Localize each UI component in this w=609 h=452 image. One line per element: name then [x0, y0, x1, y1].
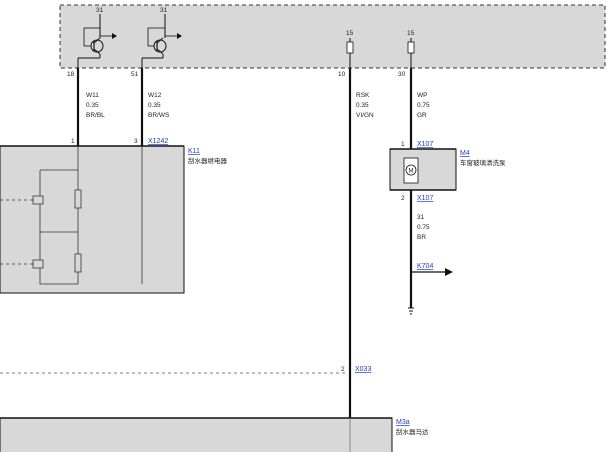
- transistor-1-icon: [77, 14, 117, 68]
- ground-wire-name: 31: [417, 214, 425, 221]
- wiper-motor-label: 刮水器马达: [396, 427, 429, 436]
- fuse-label-4: 15: [407, 30, 415, 37]
- ground-wire-gauge: 0.75: [417, 224, 430, 231]
- motor-icon: M: [403, 157, 419, 184]
- motor-pin-bottom: 2: [401, 195, 405, 202]
- motor-connector-top-link[interactable]: X107: [417, 141, 433, 148]
- wire-wp-color: GR: [417, 112, 427, 119]
- relay-module-box: [0, 145, 185, 294]
- motor-ref-link[interactable]: M4: [460, 150, 470, 157]
- ground-terminal-icon: [408, 307, 414, 315]
- motor-box: [389, 148, 457, 191]
- fuse-label-1: 31: [96, 7, 104, 14]
- motor-connector-bottom-link[interactable]: X107: [417, 195, 433, 202]
- relay-module-ref-link[interactable]: K11: [188, 148, 200, 155]
- top-pin-30: 30: [398, 71, 406, 78]
- motor-pin-top: 1: [401, 141, 405, 148]
- top-pin-18: 18: [67, 71, 75, 78]
- top-pin-10: 10: [338, 71, 346, 78]
- top-pin-51: 51: [131, 71, 139, 78]
- ground-arrow-icon: [411, 268, 453, 276]
- wire-w11-name: W11: [86, 92, 99, 99]
- wire-wp-name: WP: [417, 92, 427, 99]
- wiper-motor-box: [0, 417, 393, 452]
- fuse-3-icon: [346, 38, 354, 68]
- motor-label: 车窗玻璃清洗泵: [460, 158, 506, 167]
- ground-wire-color: BR: [417, 234, 426, 241]
- wire-w11-color: BR/BL: [86, 112, 105, 119]
- relay-pin-left: 1: [71, 138, 75, 145]
- junction-pin: 2: [341, 366, 345, 373]
- wire-rsk-gauge: 0.35: [356, 102, 369, 109]
- wire-w12-color: BR/WS: [148, 112, 170, 119]
- ground-ref-link[interactable]: K704: [417, 263, 433, 270]
- wire-rsk-color: VI/GN: [356, 112, 374, 119]
- wire-wp-gauge: 0.75: [417, 102, 430, 109]
- fuse-4-icon: [407, 38, 415, 68]
- wire-rsk-name: RSK: [356, 92, 370, 99]
- transistor-2-icon: [141, 14, 182, 68]
- fuse-label-2: 31: [160, 7, 168, 14]
- wire-w11-gauge: 0.35: [86, 102, 99, 109]
- wire-w12-gauge: 0.35: [148, 102, 161, 109]
- fuse-label-3: 15: [346, 30, 354, 37]
- relay-module-label: 刮水器继电器: [188, 156, 228, 165]
- relay-connector-link[interactable]: X1242: [148, 138, 168, 145]
- svg-text:M: M: [409, 169, 414, 175]
- relay-internal-circuit: [0, 146, 143, 285]
- junction-connector-link[interactable]: X033: [355, 366, 371, 373]
- wiper-motor-ref-link[interactable]: M3a: [396, 419, 410, 426]
- wire-w12-name: W12: [148, 92, 162, 99]
- relay-pin-right: 3: [134, 138, 138, 145]
